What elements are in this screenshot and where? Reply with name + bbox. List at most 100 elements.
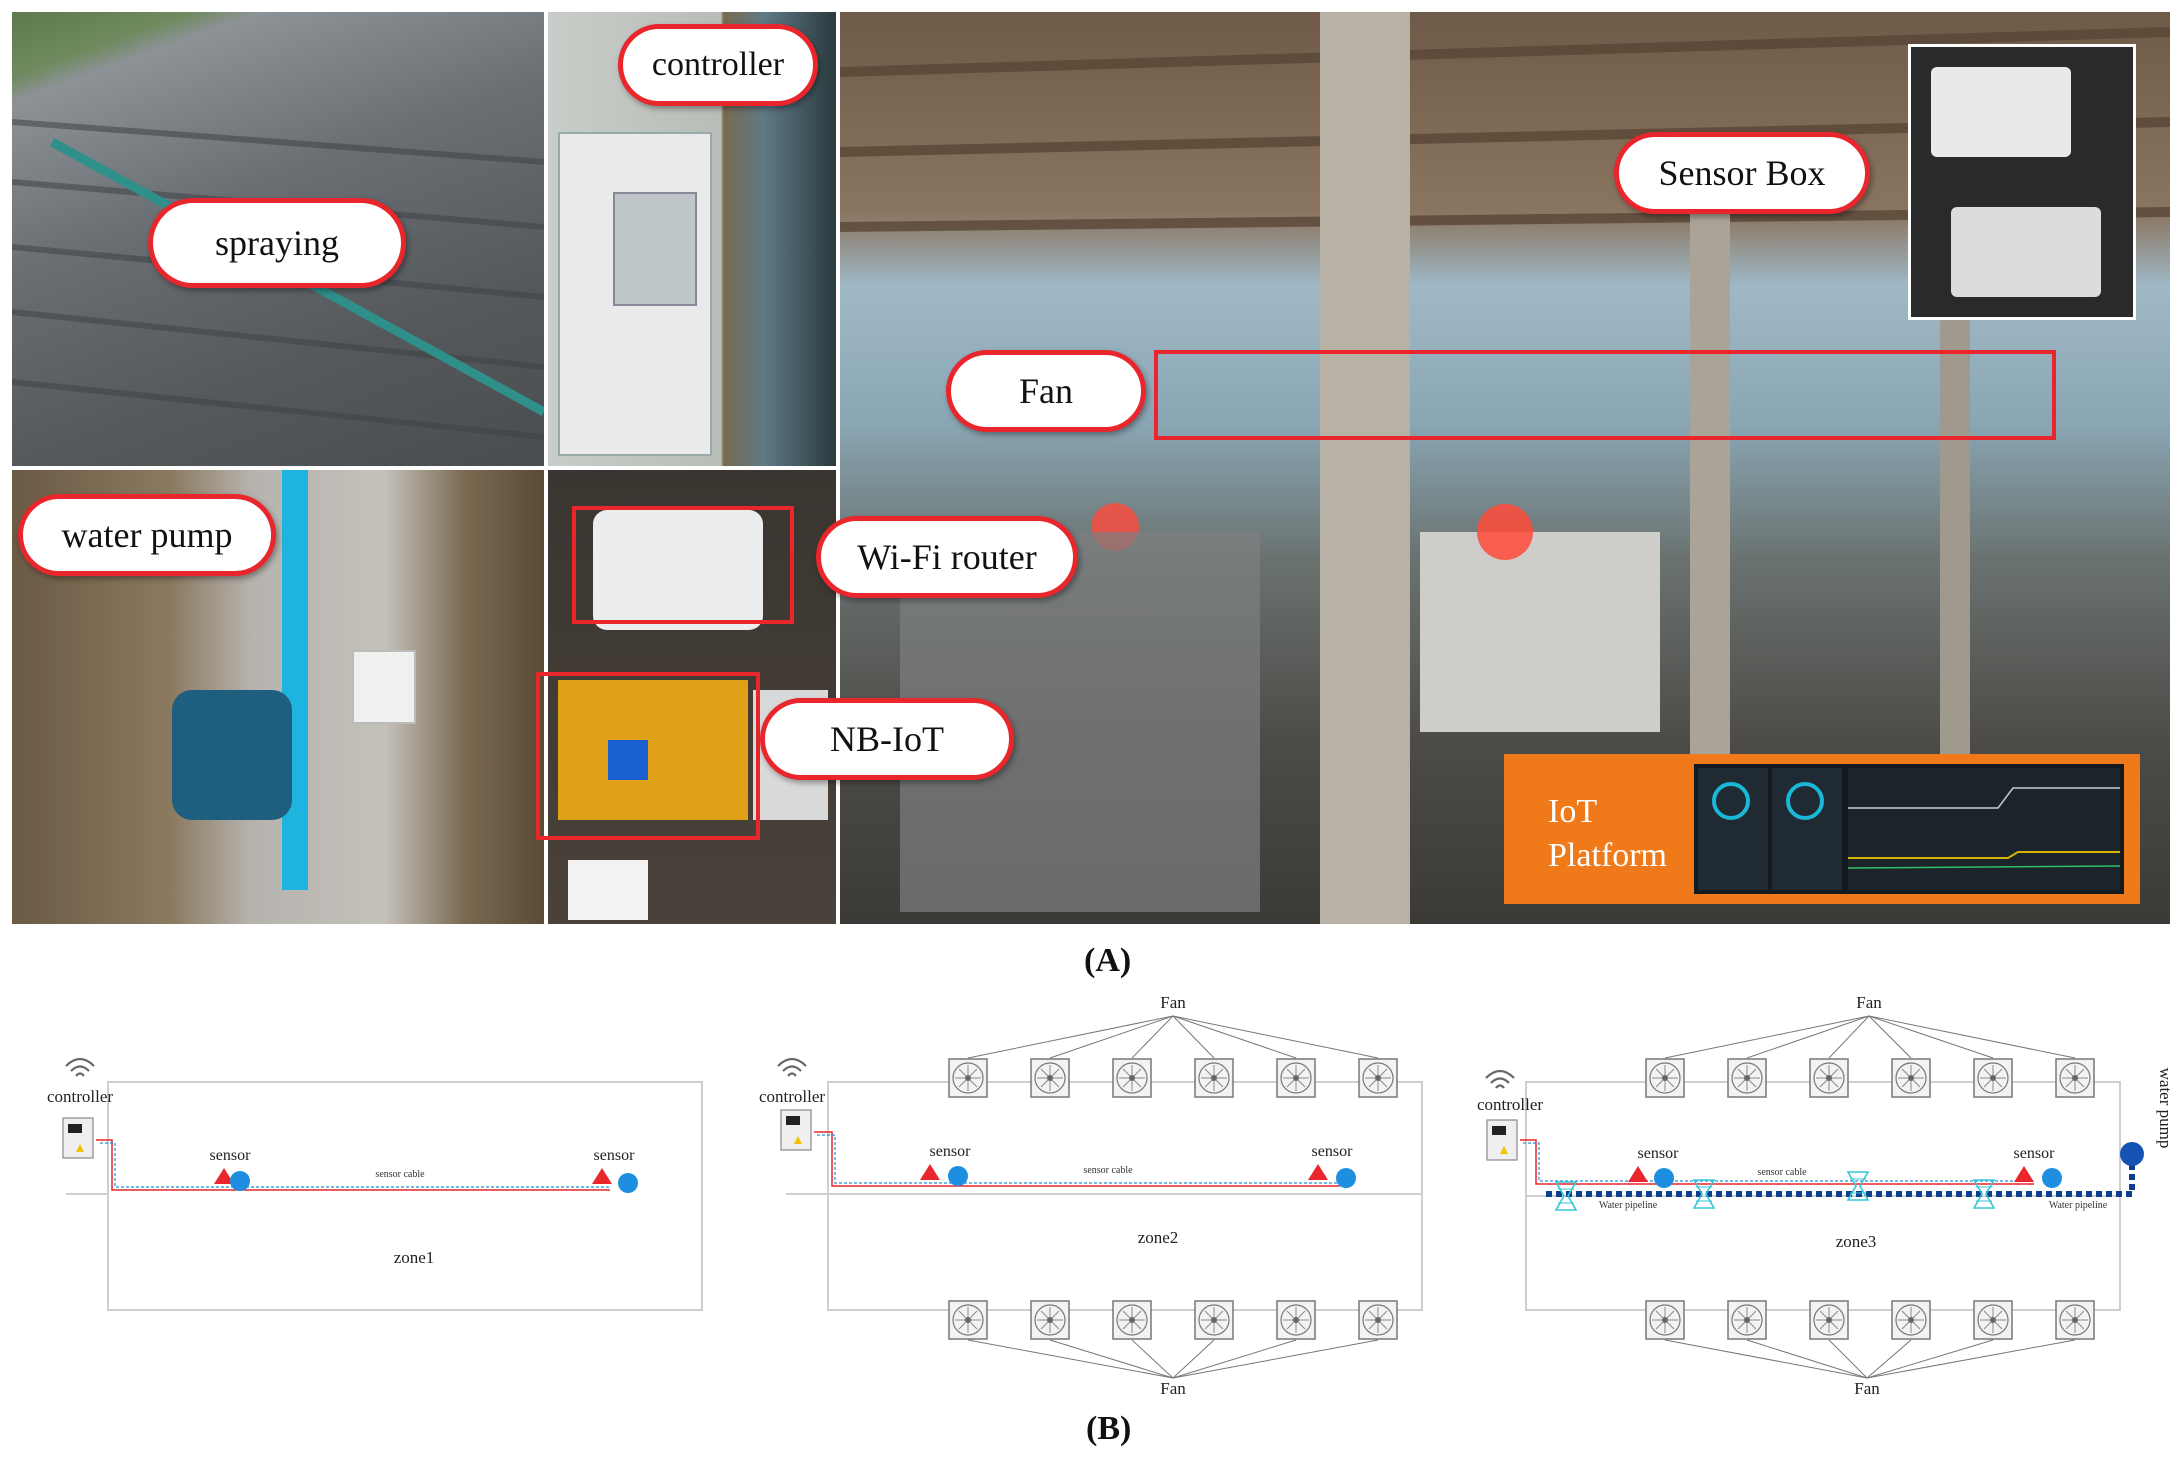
sensor-triangle-icon (214, 1168, 234, 1184)
dashboard-widget-2 (1772, 768, 1842, 890)
fan-icon (1973, 1058, 2013, 1098)
zone2-label: zone2 (1138, 1228, 1179, 1247)
fan-icon (1891, 1300, 1931, 1340)
fan-icon (1645, 1058, 1685, 1098)
fan-icon (1645, 1300, 1685, 1340)
router-device (593, 510, 763, 630)
label-sensor-box: Sensor Box (1614, 132, 1870, 214)
fan-icon (2055, 1058, 2095, 1098)
dashboard-line-chart (1848, 768, 2120, 890)
controller-box (613, 192, 697, 306)
sensor-box-photo (1908, 44, 2136, 320)
fan-icon (948, 1058, 988, 1098)
zone3-fan-top-label: Fan (1856, 993, 1882, 1012)
label-wifi-router: Wi-Fi router (816, 516, 1078, 598)
gauge-icon (1786, 782, 1824, 820)
zone3-fans-bottom (1645, 1300, 2095, 1379)
pump-pipe (282, 470, 308, 890)
zone-diagram: controller sensor sensor cable sensor zo… (47, 993, 2175, 1398)
fan-connector-line (1868, 1015, 1994, 1059)
controller-box-icon (1486, 1119, 1518, 1161)
fan-icon (1194, 1300, 1234, 1340)
sensor-circle-icon (618, 1173, 638, 1193)
fan-icon (1030, 1058, 1070, 1098)
fan-icon (2055, 1300, 2095, 1340)
fan-icon (1112, 1058, 1152, 1098)
fan-connector-line (1172, 1015, 1379, 1059)
wifi-icon (776, 1057, 808, 1078)
fan-connector-line (1866, 1339, 1994, 1379)
sensor-triangle-icon (920, 1164, 940, 1180)
zone1-sensor-left-label: sensor (210, 1147, 252, 1164)
fan-connector-line (1172, 1339, 1215, 1379)
sensor-triangle-icon (1628, 1166, 1648, 1182)
zone3-pipeline-left-label: Water pipeline (1599, 1200, 1658, 1211)
zone2-controller-label: controller (759, 1087, 825, 1106)
sensor-triangle-icon (2014, 1166, 2034, 1182)
nbiot-board (558, 680, 748, 820)
fan-icon (1727, 1300, 1767, 1340)
power-socket (568, 860, 648, 920)
wifi-icon (64, 1057, 96, 1078)
fan-icon (1809, 1058, 1849, 1098)
sensor-circle-icon (230, 1171, 250, 1191)
caption-b: (B) (1086, 1410, 1132, 1447)
controller-box-icon (780, 1109, 812, 1151)
sensor-circle-icon (1336, 1168, 1356, 1188)
label-nbiot: NB-IoT (760, 698, 1014, 780)
wifi-icon (1484, 1069, 1516, 1090)
zone1-frame (107, 1081, 703, 1311)
zone3-water-pump-label: water pump (2156, 1068, 2175, 1149)
zone3-sensor-left-label: sensor (1638, 1145, 1680, 1162)
zone3-diagram: controller water pump sensor sensor cabl… (1477, 993, 2175, 1398)
sensor-box-top (1931, 67, 2071, 157)
fan-connector-line (967, 1015, 1174, 1059)
label-fan: Fan (946, 350, 1146, 432)
fan-connector-line (1131, 1339, 1174, 1379)
zone1-sensor-right-label: sensor (594, 1147, 636, 1164)
fan-icon (1727, 1058, 1767, 1098)
iot-platform-panel: IoT Platform (1504, 754, 2140, 904)
fan-connector-line (1172, 1339, 1297, 1379)
fan-connector-line (1172, 1015, 1297, 1059)
fan-connector-line (1172, 1015, 1215, 1059)
fan-connector-line (1664, 1339, 1868, 1379)
zone2-cable-label: sensor cable (1083, 1165, 1133, 1176)
iot-platform-label: IoT Platform (1548, 793, 1667, 874)
fan-connector-line (967, 1339, 1174, 1379)
fan-icon (1358, 1300, 1398, 1340)
label-controller: controller (618, 24, 818, 106)
zone2-frame (827, 1081, 1423, 1311)
fan-connector-line (1664, 1015, 1870, 1059)
fan-connector-line (1746, 1339, 1868, 1379)
zone2-fans-bottom (948, 1300, 1398, 1379)
zone2-fan-top-label: Fan (1160, 993, 1186, 1012)
zone1-label: zone1 (394, 1248, 435, 1267)
zone1-diagram: controller sensor sensor cable sensor zo… (47, 1057, 703, 1311)
zone3-sensor-right-label: sensor (2014, 1145, 2056, 1162)
fan-icon (1276, 1058, 1316, 1098)
fan-connector-line (1868, 1015, 2076, 1059)
zone2-fan-bottom-label: Fan (1160, 1379, 1186, 1398)
fan-icon (1194, 1058, 1234, 1098)
router-board-photo (548, 470, 836, 924)
caption-a: (A) (1084, 942, 1132, 979)
fan-connector-line (1172, 1339, 1379, 1379)
zone2-sensor-right-label: sensor (1312, 1143, 1354, 1160)
fan-icon (1809, 1300, 1849, 1340)
zone2-diagram: controller sensor sensor cable sensor zo… (759, 993, 1423, 1398)
zone3-cable-label: sensor cable (1757, 1167, 1807, 1178)
fan-icon (1358, 1058, 1398, 1098)
zone2-fans-top (948, 1015, 1398, 1098)
zone2-sensor-left-label: sensor (930, 1143, 972, 1160)
label-spraying: spraying (148, 198, 406, 288)
fan-icon (948, 1300, 988, 1340)
fan-connector-line (1746, 1015, 1870, 1059)
zone3-fan-bottom-label: Fan (1854, 1379, 1880, 1398)
zone3-pipeline-right-label: Water pipeline (2049, 1200, 2108, 1211)
relay-module (608, 740, 648, 780)
fan-connector-line (1866, 1339, 1912, 1379)
pump-outlet (352, 650, 416, 724)
water-pump-icon (2120, 1142, 2144, 1166)
zone3-fans-top (1645, 1015, 2095, 1098)
